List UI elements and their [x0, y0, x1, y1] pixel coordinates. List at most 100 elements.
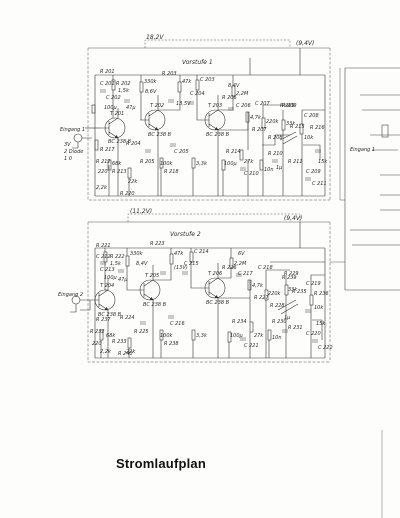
part-label: C 204 — [190, 91, 205, 97]
value-label: 220 — [92, 341, 102, 347]
stage2-supply-rail — [94, 222, 325, 359]
part-label: R 232 — [90, 329, 105, 335]
stage1-node-v2: 13,5V — [176, 101, 191, 107]
part-label: C 213 — [100, 267, 115, 273]
stage2-t1-ref: T 204 — [100, 283, 115, 289]
stage1-frame — [87, 39, 345, 201]
part-label: C 217 — [238, 271, 253, 277]
value-label: 2,2k — [96, 185, 107, 191]
stage2-node-v2: (13V) — [174, 265, 188, 271]
part-label: R 214 — [226, 149, 241, 155]
part-label: R 230 — [272, 319, 287, 325]
part-label: R 206 — [222, 95, 237, 101]
stage2-t1-type: BC 238 B — [98, 312, 122, 318]
value-label: 15k — [318, 159, 328, 165]
part-label: R 237 — [96, 317, 111, 323]
stage2-transistor-t206 — [200, 263, 226, 320]
value-label: 220k — [266, 119, 279, 125]
stage1-input-label: Eingang 1 — [60, 127, 86, 133]
part-label: C 212 — [96, 254, 111, 260]
value-label: 100µ — [230, 333, 243, 339]
value-label: 100k — [160, 333, 173, 339]
right-edge-panel — [344, 67, 400, 291]
stage2-wiring — [80, 248, 326, 358]
part-label: R 225 — [134, 329, 149, 335]
part-label: R 202 — [116, 81, 131, 87]
value-label: 1µ — [284, 315, 291, 321]
part-label: R 228 — [270, 303, 285, 309]
value-label: 22k — [126, 349, 136, 355]
stage1-resistors — [91, 79, 304, 179]
stage1-input-pin-1: 3V — [64, 142, 71, 148]
value-label: 220 — [98, 169, 108, 175]
value-label: 100µ — [104, 105, 117, 111]
stage1-wiring — [85, 75, 326, 196]
part-label: R 211 — [288, 159, 303, 165]
part-label: R 218 — [164, 169, 179, 175]
value-label: 4,7k — [252, 283, 263, 289]
stage1-supply-rail — [94, 48, 325, 197]
value-label: 22k — [128, 179, 138, 185]
part-label: C 214 — [194, 249, 209, 255]
part-label: R 204 — [126, 141, 141, 147]
value-label: 10k — [314, 305, 324, 311]
part-label: R 226 — [222, 265, 237, 271]
stage2-node-v1: 8,4V — [136, 261, 148, 267]
part-label: C 222 — [318, 345, 333, 351]
value-label: 3,3k — [196, 161, 207, 167]
stage2-input-label: Eingang 2 — [58, 292, 84, 298]
value-label: 33k — [286, 121, 296, 127]
part-label: C 218 — [258, 265, 273, 271]
stage1-transistor-t201 — [101, 108, 126, 150]
part-label: R 236 — [314, 291, 329, 297]
stage2-transistor-t205 — [135, 265, 161, 320]
part-label: C 216 — [170, 321, 185, 327]
stage2-resistors — [99, 251, 314, 349]
stage1-input-pin-2: 2 Diode — [64, 149, 84, 155]
stage1-top-voltage: 18,2V — [146, 34, 164, 41]
stage1-input-pin-3: 1 0 — [64, 156, 72, 162]
stage1-board-label: Vorstufe 1 — [182, 59, 213, 66]
part-label: R 213 — [112, 169, 127, 175]
part-label: R 222 — [110, 254, 125, 260]
stage1-t3-ref: T 203 — [208, 103, 223, 109]
stage2-t3-ref: T 206 — [208, 271, 223, 277]
part-label: C 211 — [312, 181, 327, 187]
part-label: R 203 — [162, 71, 177, 77]
value-label: 68k — [112, 161, 122, 167]
value-label: 2,2k — [100, 349, 111, 355]
stage2-input-connector — [70, 295, 90, 313]
part-label: R 233 — [112, 339, 127, 345]
part-label: C 206 — [236, 103, 251, 109]
part-label: C 205 — [174, 149, 189, 155]
part-label: R 217 — [100, 147, 115, 153]
stage1-t3-type: BC 238 B — [206, 132, 230, 138]
part-label: R 231 — [288, 325, 303, 331]
value-label: 1,5k — [110, 261, 121, 267]
value-label: 330k — [130, 251, 143, 257]
part-label: R 220 — [120, 191, 135, 197]
part-label: C 208 — [304, 113, 319, 119]
stage2-top-voltage: (11,2V) — [130, 208, 153, 215]
part-label: R 208 — [268, 135, 283, 141]
part-label: C 210 — [244, 171, 259, 177]
value-label: 27k — [244, 159, 254, 165]
part-label: R 201 — [100, 69, 115, 75]
part-label: C 220 — [306, 331, 321, 337]
value-label: 33k — [288, 287, 298, 293]
part-label: R 219 — [280, 103, 295, 109]
part-label: R 209 — [282, 103, 297, 109]
part-label: C 209 — [306, 169, 321, 175]
value-label: 15k — [316, 321, 326, 327]
stage1-right-input-label: Eingang 1 — [350, 147, 376, 153]
value-label: 47k — [182, 79, 192, 85]
value-label: 100k — [160, 161, 173, 167]
stage1-transistor-t202 — [140, 95, 166, 150]
value-label: 68k — [106, 333, 116, 339]
stage2-board-label: Vorstufe 2 — [170, 231, 201, 238]
part-label: R 210 — [268, 151, 283, 157]
value-label: 2,2M — [234, 261, 247, 267]
value-label: 330k — [144, 79, 157, 85]
value-label: 10n — [272, 335, 282, 341]
stage1-capacitors — [100, 89, 321, 181]
